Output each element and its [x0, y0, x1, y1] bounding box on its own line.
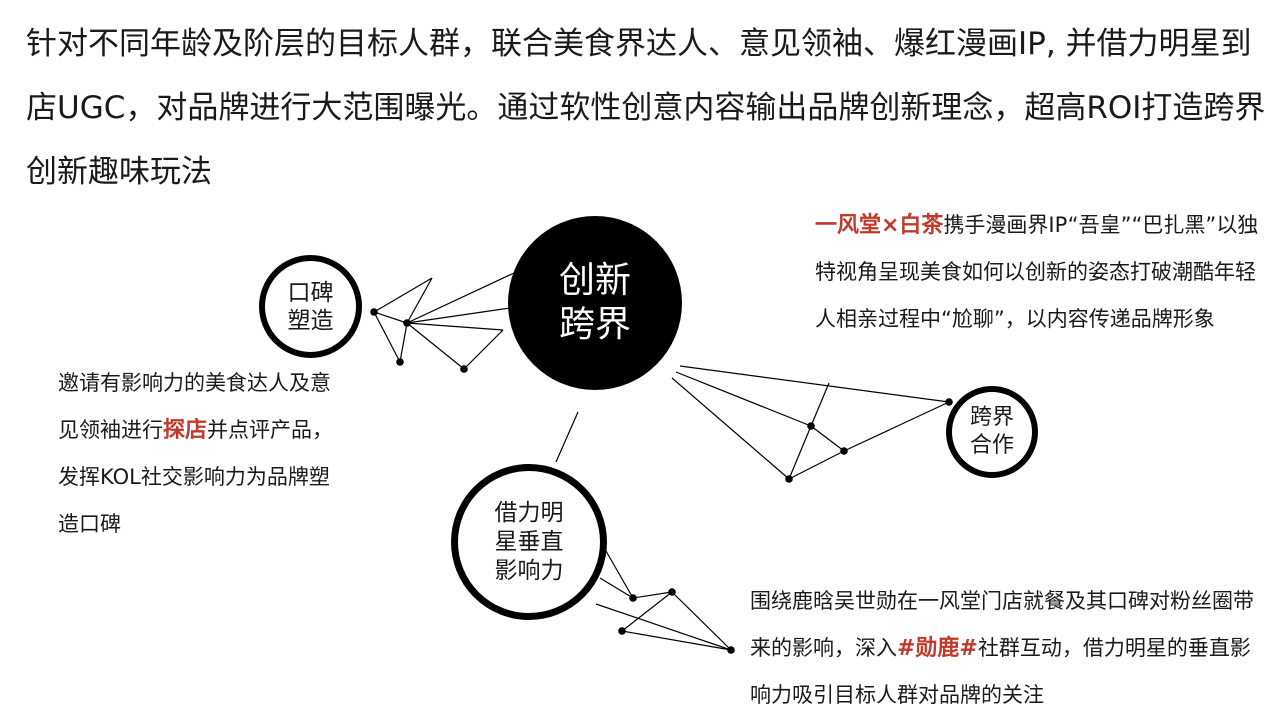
network-node-dot	[945, 398, 953, 406]
node-label-line: 跨界	[969, 405, 1014, 430]
connector-line	[373, 311, 401, 363]
center-node-innovation-crossover: 创新 跨界	[508, 216, 682, 390]
node-label-line: 影响力	[494, 557, 564, 584]
network-node-dot	[403, 319, 411, 327]
connector-line	[406, 322, 465, 370]
network-node-dot	[370, 308, 378, 316]
node-label-line: 合作	[969, 433, 1014, 458]
connector-line	[406, 322, 504, 331]
connector-line	[788, 425, 812, 480]
connector-line	[788, 450, 845, 480]
node-label-line: 借力明	[494, 499, 564, 526]
network-node-dot	[629, 594, 637, 602]
word-of-mouth-node: 口碑 塑造	[259, 255, 362, 358]
network-node-dot	[840, 447, 848, 455]
connector-line	[373, 311, 408, 324]
highlight-keyword: 一风堂×白茶	[815, 213, 944, 238]
connector-line	[675, 371, 812, 427]
highlight-keyword: 探店	[163, 418, 208, 443]
network-node-dot	[668, 588, 676, 596]
connector-line	[406, 307, 511, 324]
connector-line	[555, 411, 579, 463]
highlight-keyword: #勋鹿#	[897, 636, 978, 661]
word-of-mouth-description: 邀请有影响力的美食达人及意见领袖进行探店并点评产品，发挥KOL社交影响力为品牌塑…	[58, 360, 333, 548]
celebrity-influence-node: 借力明 星垂直 影响力	[451, 464, 607, 620]
desc-text: 并点评产品，发挥KOL社交影响力为品牌塑造口碑	[58, 418, 334, 536]
connector-line	[406, 272, 515, 324]
connector-line	[671, 377, 790, 480]
network-node-dot	[807, 422, 815, 430]
desc-text: 社群互动，借力明星的垂直影响力吸引目标人群对品牌的关注	[750, 636, 1251, 707]
node-label-line: 口碑	[287, 279, 334, 306]
connector-line	[399, 322, 408, 363]
network-node-dot	[727, 646, 735, 654]
connector-line	[810, 382, 830, 427]
network-node-dot	[618, 627, 626, 635]
crossover-description: 一风堂×白茶携手漫画界IP“吾皇”“巴扎黑”以独特视角呈现美食如何以创新的姿态打…	[815, 202, 1275, 343]
connector-line	[605, 550, 634, 599]
connector-line	[843, 401, 950, 452]
connector-line	[621, 630, 732, 651]
network-node-dot	[396, 358, 404, 366]
network-node-dot	[460, 365, 468, 373]
node-label-line: 星垂直	[494, 528, 564, 555]
desc-text: 围绕鹿晗吴世勋在一风堂门店就餐及其口碑对粉丝圈带来的影响，深入	[750, 589, 1254, 660]
celebrity-description: 围绕鹿晗吴世勋在一风堂门店就餐及其口碑对粉丝圈带来的影响，深入#勋鹿#社群互动，…	[750, 578, 1270, 719]
intro-paragraph: 针对不同年龄及阶层的目标人群，联合美食界达人、意见领袖、爆红漫画IP, 并借力明…	[26, 26, 1266, 190]
center-node-line: 创新	[558, 260, 631, 301]
desc-text: 邀请有影响力的美食达人及意见领袖进行	[58, 371, 331, 442]
connector-line	[463, 329, 504, 370]
connector-line	[406, 277, 433, 324]
connector-line	[679, 365, 950, 403]
connector-line	[621, 591, 673, 632]
connector-line	[671, 591, 732, 651]
desc-text: 携手漫画界IP“吾皇”“巴扎黑”以独特视角呈现美食如何以创新的姿态打破潮酷年轻人…	[815, 213, 1259, 331]
connector-line	[810, 425, 845, 452]
crossover-node: 跨界 合作	[946, 386, 1038, 478]
connector-line	[599, 577, 634, 599]
connector-line	[632, 591, 673, 599]
network-node-dot	[785, 475, 793, 483]
connector-line	[595, 603, 732, 651]
connector-line	[373, 277, 433, 313]
node-label-line: 塑造	[287, 307, 334, 334]
center-node-line: 跨界	[558, 304, 631, 345]
